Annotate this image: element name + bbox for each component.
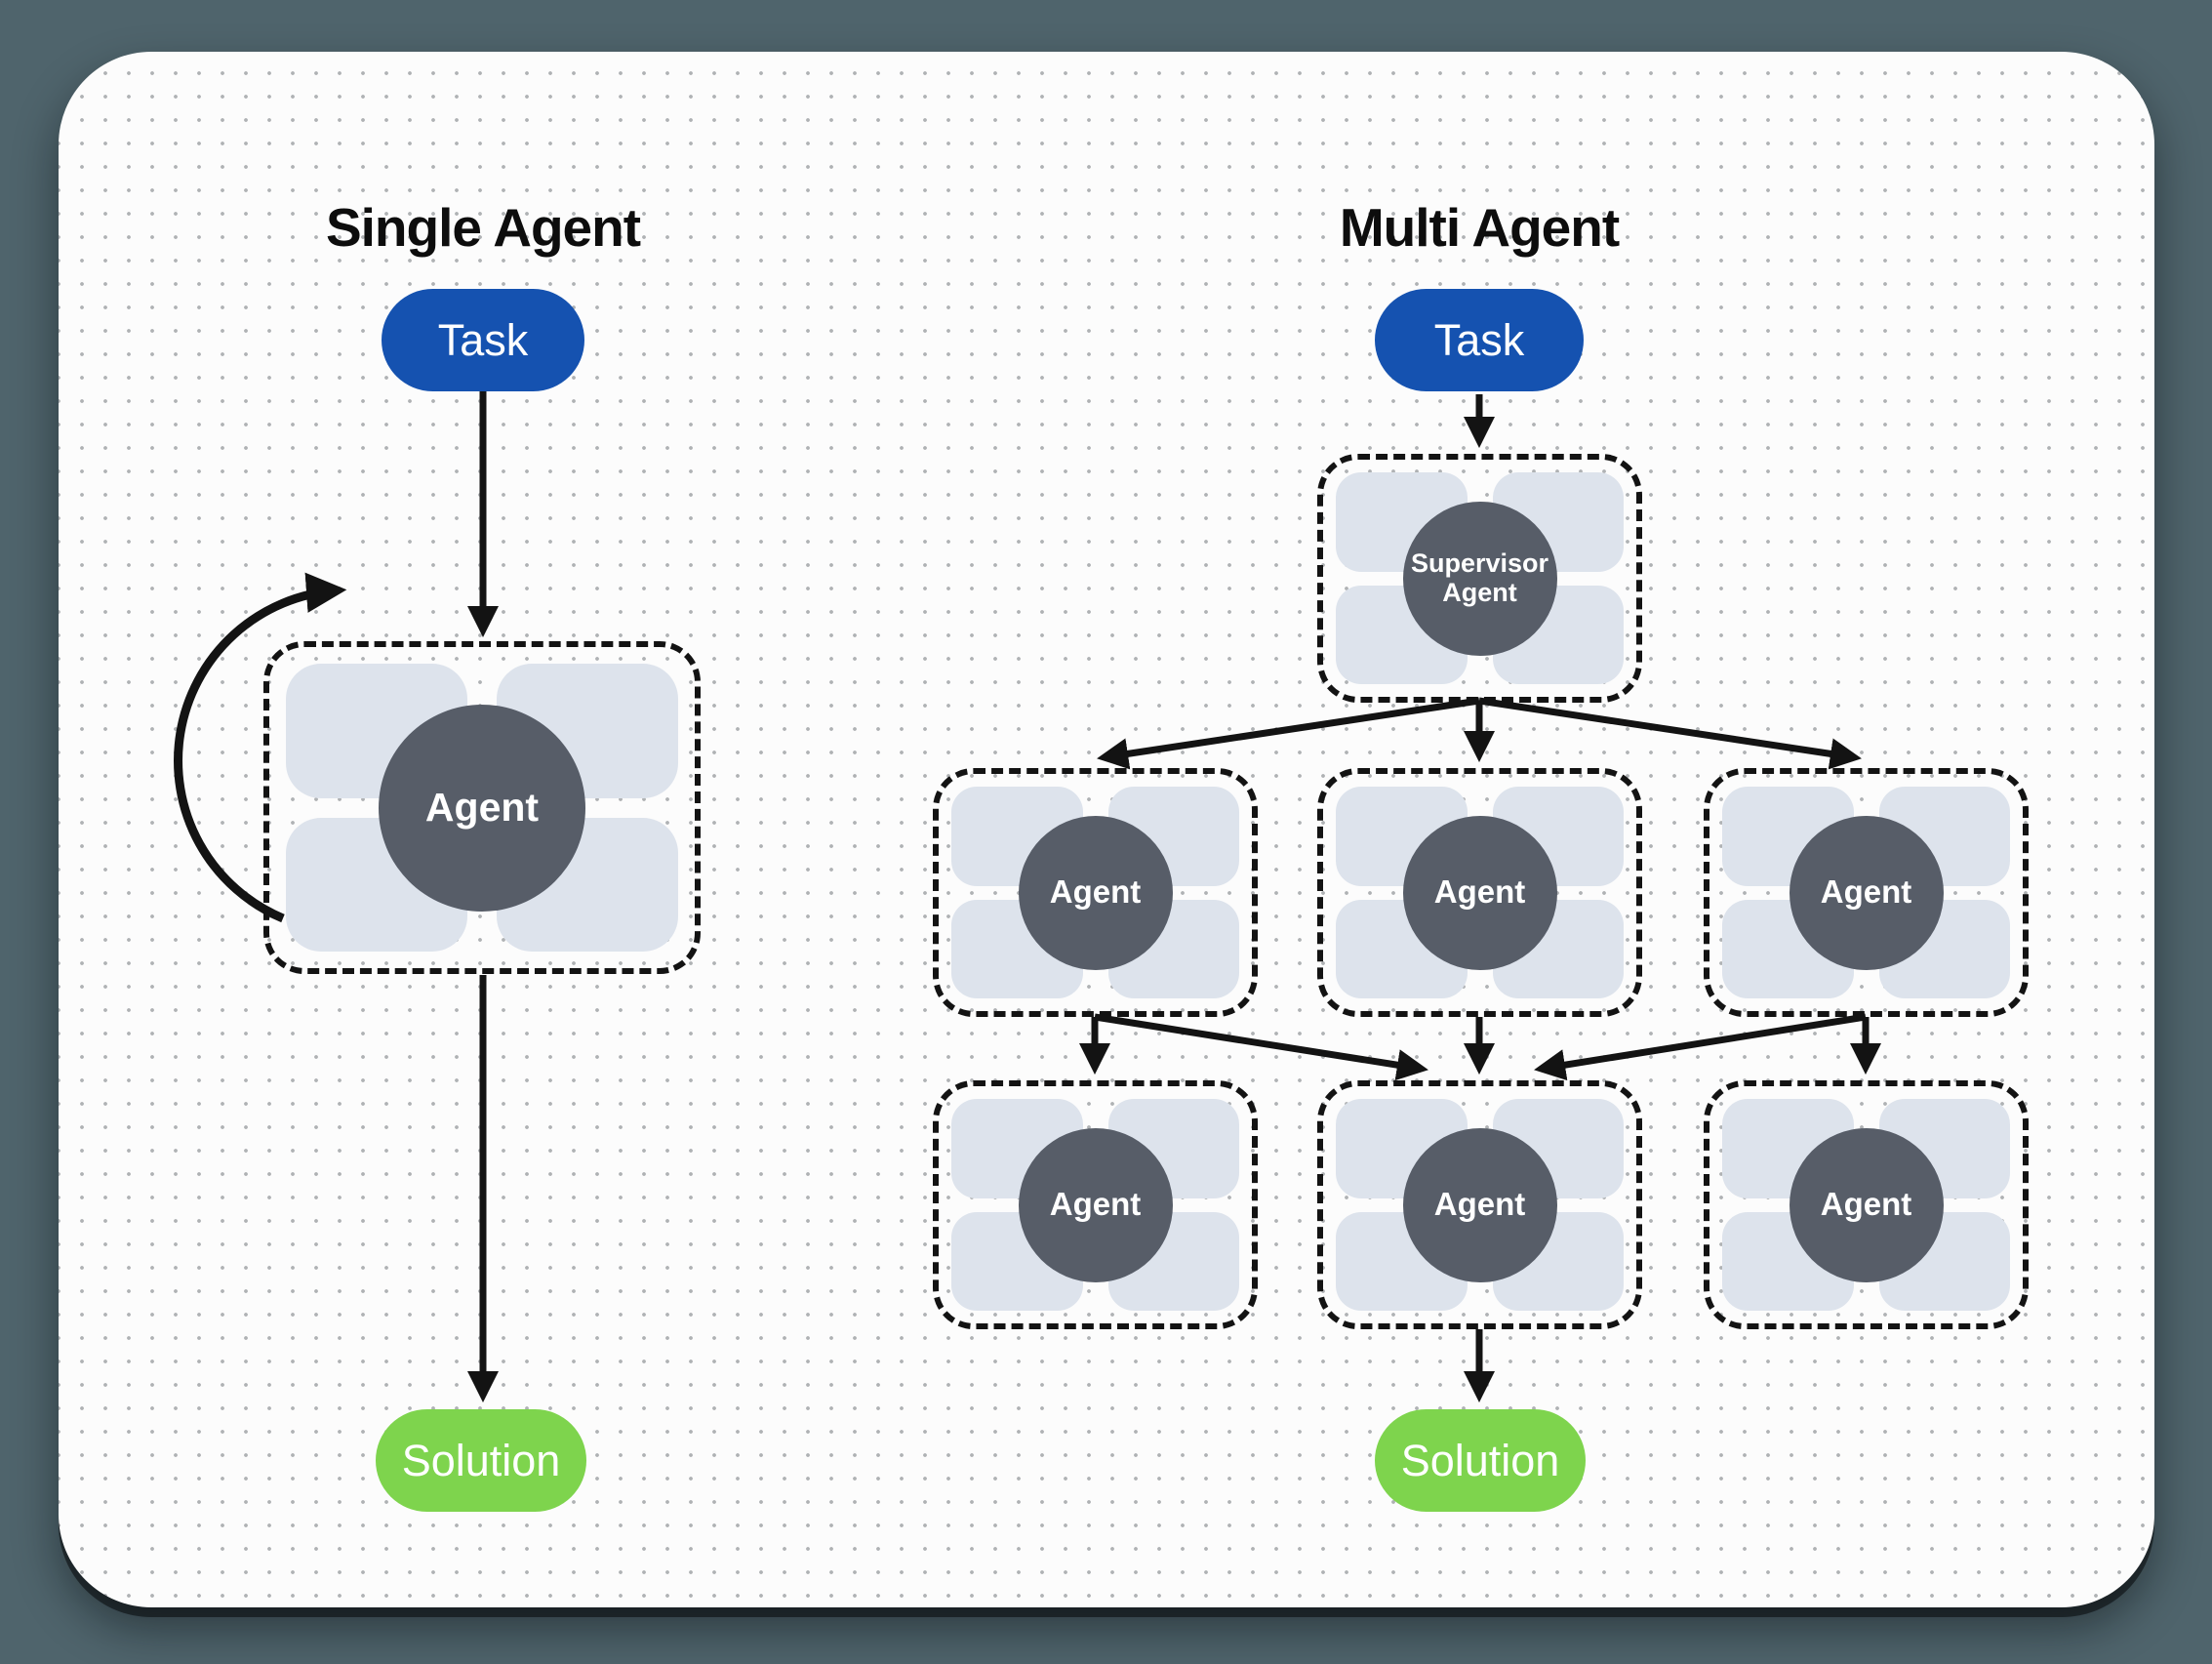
solution-node-multi: Solution xyxy=(1375,1409,1586,1512)
agent-label: Agent xyxy=(1433,1186,1526,1223)
worker-agent-box-1: Agent xyxy=(933,768,1258,1017)
solution-node-single: Solution xyxy=(376,1409,586,1512)
diagram-canvas: Single Agent Multi Agent xyxy=(59,52,2154,1607)
solution-label: Solution xyxy=(1400,1435,1560,1485)
supervisor-label-line1: Supervisor xyxy=(1410,548,1549,578)
agent-label: Agent xyxy=(424,784,540,830)
agent-circle: Agent xyxy=(1018,1127,1173,1282)
arrow-supervisor-to-agent-c xyxy=(1478,697,1862,770)
agent-circle: Agent xyxy=(1789,815,1944,970)
arrow-supervisor-to-agent-a xyxy=(1097,697,1480,770)
task-node-single: Task xyxy=(382,289,584,391)
agent-label: Agent xyxy=(1820,1186,1912,1223)
supervisor-agent-box: Supervisor Agent xyxy=(1317,454,1642,703)
worker-agent-box-2: Agent xyxy=(1317,768,1642,1017)
agent-circle: Agent xyxy=(379,704,585,912)
arrow-agent-a-to-agent-e xyxy=(1094,1013,1428,1081)
task-label: Task xyxy=(437,314,529,365)
task-node-multi: Task xyxy=(1375,289,1584,391)
supervisor-agent-circle: Supervisor Agent xyxy=(1402,501,1557,656)
solution-label: Solution xyxy=(401,1435,561,1485)
single-agent-box: Agent xyxy=(263,641,701,974)
multi-agent-title: Multi Agent xyxy=(1339,197,1620,258)
agent-circle: Agent xyxy=(1018,815,1173,970)
task-label: Task xyxy=(1433,314,1525,365)
worker-agent-box-5: Agent xyxy=(1317,1080,1642,1329)
agent-label: Agent xyxy=(1049,1186,1142,1223)
arrow-agent-c-to-agent-e xyxy=(1534,1013,1867,1081)
agent-label: Agent xyxy=(1049,873,1142,911)
agent-circle: Agent xyxy=(1402,1127,1557,1282)
agent-label: Agent xyxy=(1433,873,1526,911)
worker-agent-box-4: Agent xyxy=(933,1080,1258,1329)
single-agent-title: Single Agent xyxy=(325,197,641,258)
supervisor-label-line2: Agent xyxy=(1442,577,1517,607)
worker-agent-box-3: Agent xyxy=(1704,768,2029,1017)
agent-circle: Agent xyxy=(1402,815,1557,970)
agent-label: Agent xyxy=(1820,873,1912,911)
worker-agent-box-6: Agent xyxy=(1704,1080,2029,1329)
agent-circle: Agent xyxy=(1789,1127,1944,1282)
